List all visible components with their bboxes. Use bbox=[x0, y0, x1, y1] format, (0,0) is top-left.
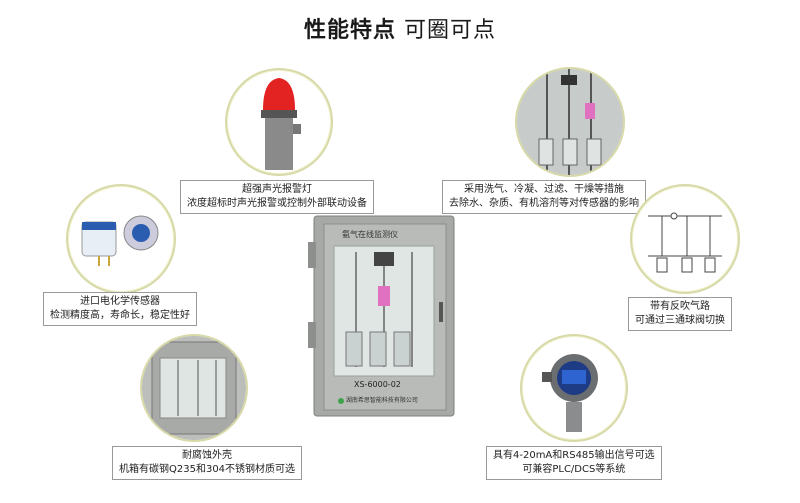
panel-title: 氨气在线监测仪 bbox=[342, 230, 398, 239]
analyzer-cabinet: 氨气在线监测仪 XS-6000-02 湖南希思智能科技有限公司 bbox=[308, 212, 456, 420]
caption-sensor: 进口电化学传感器 检测精度高，寿命长，稳定性好 bbox=[43, 292, 197, 326]
transmitter-icon bbox=[542, 354, 598, 432]
caption-alarm: 超强声光报警灯 浓度超标时声光报警或控制外部联动设备 bbox=[180, 180, 374, 214]
transmitter-image bbox=[520, 334, 628, 442]
gas-path-diagram-icon bbox=[648, 212, 722, 273]
caption-backflush: 带有反吹气路 可通过三通球阀切换 bbox=[628, 297, 732, 331]
caption-output: 具有4-20mA和RS485输出信号可选 可兼容PLC/DCS等系统 bbox=[486, 446, 662, 480]
backflush-diagram-image bbox=[630, 184, 740, 294]
pretreatment-icon bbox=[517, 69, 623, 175]
caption-pretreatment: 采用洗气、冷凝、过滤、干燥等措施 去除水、杂质、有机溶剂等对传感器的影响 bbox=[442, 180, 646, 214]
alarm-light-icon bbox=[261, 78, 301, 170]
page-title: 性能特点 可圈可点 bbox=[0, 12, 800, 44]
green-logo-icon bbox=[338, 397, 344, 404]
cabinet-icon bbox=[142, 336, 246, 440]
alarm-light-image bbox=[225, 68, 333, 176]
title-bold: 性能特点 bbox=[303, 18, 396, 43]
maker-label: 湖南希思智能科技有限公司 bbox=[338, 395, 418, 404]
caption-cabinet: 耐腐蚀外壳 机箱有碳钢Q235和304不锈钢材质可选 bbox=[112, 446, 303, 480]
sensor-image bbox=[66, 184, 176, 294]
sensor-icon bbox=[81, 215, 159, 266]
pretreatment-image bbox=[515, 67, 625, 177]
cabinet-image bbox=[140, 334, 248, 442]
model-label: XS-6000-02 bbox=[354, 380, 401, 389]
title-normal: 可圈可点 bbox=[404, 18, 497, 43]
